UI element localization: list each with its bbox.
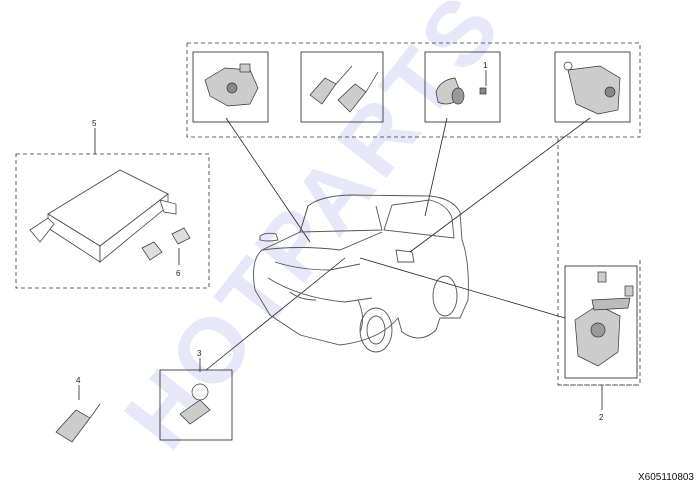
callout-2: 2 [599, 413, 604, 422]
part-box-keys [300, 51, 384, 123]
door-lock-actuator-part [204, 63, 259, 107]
vehicle-outline [253, 194, 469, 353]
top-group-frame [187, 42, 641, 386]
part-box-ignition-lock [564, 265, 638, 379]
remote-key-parts [309, 65, 379, 113]
part-box-tailgate-lock [554, 51, 631, 123]
watermark-text: HOTPARTS [105, 0, 522, 467]
part-box-lock-cylinder [424, 51, 501, 123]
callout-6: 6 [176, 269, 181, 278]
folding-key-part [55, 403, 101, 443]
control-module-part [29, 169, 177, 263]
part-box-door-lock [192, 51, 269, 123]
lock-cylinder-part [435, 77, 487, 105]
control-module-frame [15, 153, 210, 289]
callout-5: 5 [92, 119, 97, 128]
connector-parts [141, 227, 191, 261]
callout-1: 1 [483, 61, 488, 70]
callout-3: 3 [197, 349, 202, 358]
transponder-key-part [179, 383, 211, 425]
ignition-lock-part [574, 271, 634, 367]
reference-code: X605110803 [638, 472, 694, 483]
part-box-transponder [159, 369, 233, 441]
callout-4: 4 [76, 376, 81, 385]
tailgate-lock-part [563, 61, 621, 115]
